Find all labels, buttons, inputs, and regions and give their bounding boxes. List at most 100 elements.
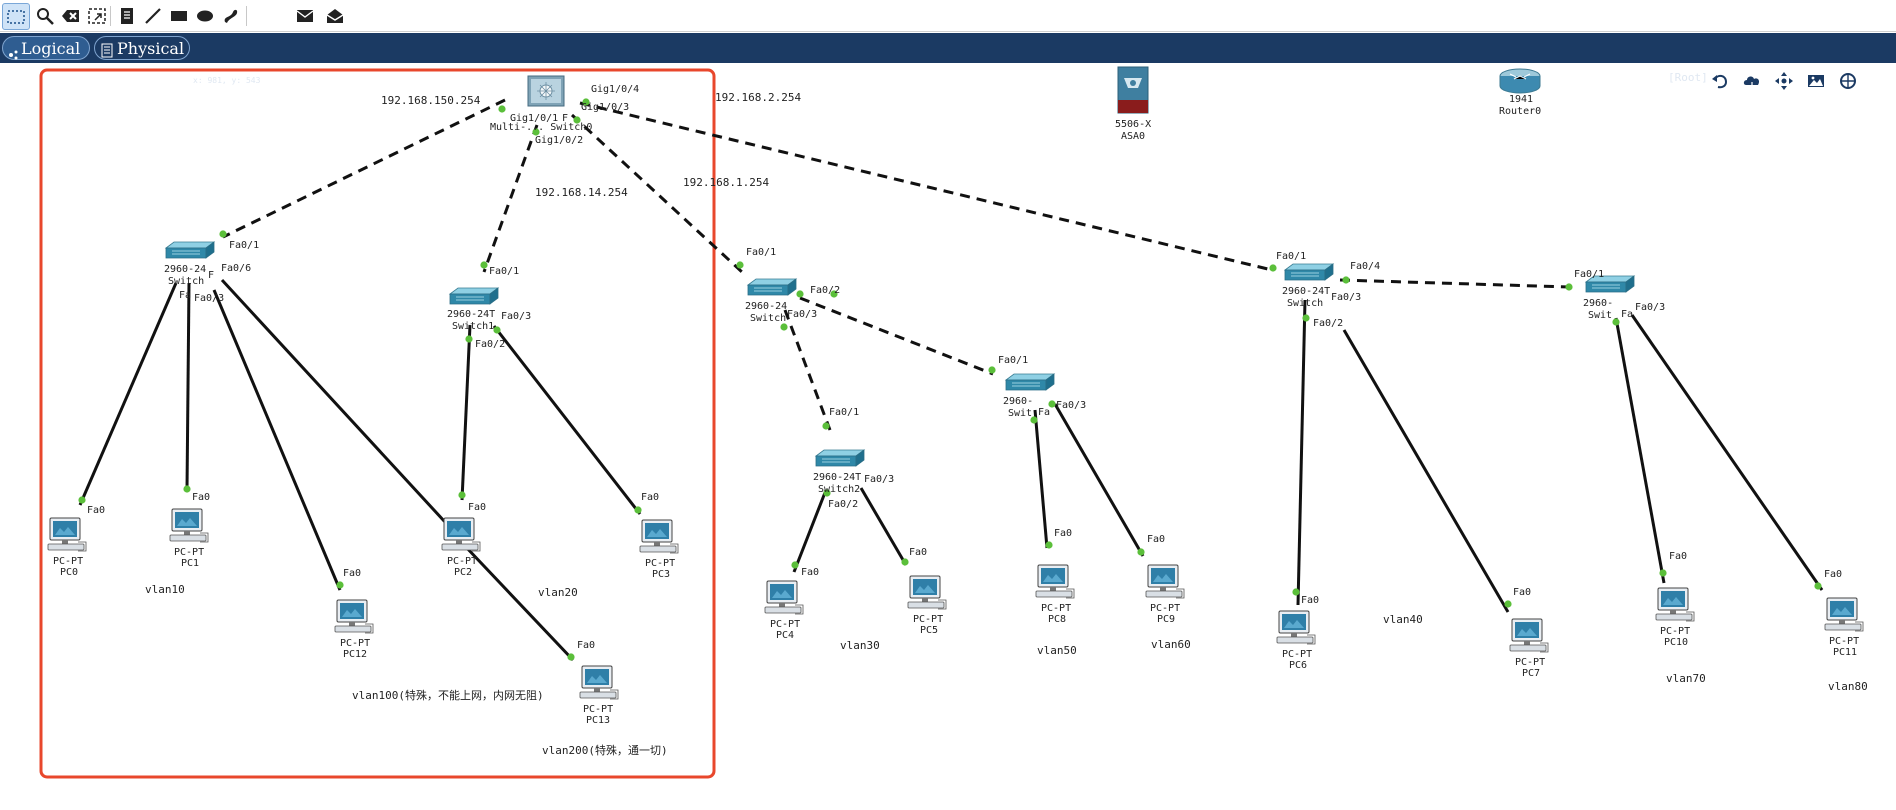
device-switch1[interactable]: 2960-24T Switch1	[447, 287, 499, 332]
device-pc5[interactable]: PC-PT PC5	[907, 575, 947, 636]
port-light	[458, 491, 466, 499]
port-label: Fa0/2	[828, 499, 858, 510]
port-label: Fa0/3	[1331, 292, 1361, 303]
port-light	[1045, 541, 1053, 549]
device-pc0[interactable]: PC-PT PC0	[47, 517, 87, 578]
device-switch2[interactable]: 2960-24 Switch	[745, 278, 797, 324]
link-switch4-pc9[interactable]	[1053, 403, 1145, 557]
link-switch3-pc5[interactable]	[859, 487, 908, 566]
complex-pdu-icon[interactable]	[322, 3, 348, 28]
port-light	[1292, 588, 1300, 596]
vlan-note: vlan100(特殊，不能上网，内网无阻)	[352, 688, 544, 702]
delete-icon[interactable]	[58, 3, 84, 28]
device-switch3[interactable]: 2960-24T Switch2	[813, 449, 865, 495]
device-pc13[interactable]: PC-PT PC13	[579, 665, 619, 726]
port-light	[183, 485, 191, 493]
viewport-icon[interactable]	[1834, 67, 1862, 95]
device-asa0[interactable]: 5506-X ASA0	[1115, 66, 1151, 142]
logical-workspace[interactable]: Multi-... Switch0 2960-24 Switch 2960-24…	[0, 63, 1896, 810]
device-pc4[interactable]: PC-PT PC4	[764, 580, 804, 641]
tab-physical[interactable]: Physical	[94, 36, 190, 60]
cloud-icon[interactable]	[1738, 67, 1766, 95]
link-switch0-pc0[interactable]	[78, 282, 178, 506]
router-model-label: 1941	[1509, 94, 1533, 105]
link-switch0-pc2[interactable]	[220, 278, 447, 524]
switch2-name-label: Switch	[750, 313, 786, 324]
link-switch3-pc4[interactable]	[792, 489, 828, 573]
pc13-type-label: PC-PT	[583, 704, 613, 715]
link-switch1-pc2[interactable]	[460, 324, 472, 501]
device-pc2[interactable]: PC-PT PC2	[441, 517, 481, 578]
device-router0[interactable]: 1941 Router0	[1499, 68, 1541, 117]
device-switch5[interactable]: 2960-24T Switch	[1282, 263, 1334, 309]
link-switch5-switch6[interactable]	[1339, 278, 1571, 289]
port-label: Fa	[1038, 407, 1050, 418]
link-ms-switch1[interactable]	[482, 124, 539, 273]
select-icon[interactable]	[2, 3, 30, 30]
pc1-name-label: PC1	[181, 558, 199, 569]
device-switch0[interactable]: 2960-24 Switch	[164, 241, 215, 287]
port-light	[1565, 283, 1573, 291]
link-switch6-pc10[interactable]	[1614, 317, 1666, 584]
ip-label-150: 192.168.150.254	[381, 94, 481, 107]
device-pc6[interactable]: PC-PT PC6	[1276, 610, 1316, 671]
link-switch1-pc3[interactable]	[492, 325, 642, 515]
pc3-type-label: PC-PT	[645, 558, 675, 569]
device-multilayer-switch[interactable]: Multi-... Switch0	[490, 75, 592, 133]
links	[78, 98, 1824, 662]
link-switch2-switch4[interactable]	[799, 296, 994, 376]
note-icon[interactable]	[114, 3, 140, 28]
rectangle-icon[interactable]	[166, 3, 192, 28]
device-switch6[interactable]: 2960- Swit	[1583, 275, 1635, 321]
port-label: F	[208, 270, 214, 281]
device-pc1[interactable]: PC-PT PC1	[169, 508, 209, 569]
simple-pdu-icon[interactable]	[292, 3, 318, 28]
pc5-type-label: PC-PT	[913, 614, 943, 625]
port-labels: Gig1/0/4 Gig1/0/3 Gig1/0/1 F Gig1/0/2 Fa…	[87, 84, 1842, 651]
highlight-box	[39, 68, 716, 779]
port-label: F	[562, 113, 568, 124]
back-icon[interactable]	[1706, 67, 1734, 95]
link-ms-switch0[interactable]	[222, 98, 506, 239]
device-pc9[interactable]: PC-PT PC9	[1145, 564, 1185, 625]
link-switch0-pc12[interactable]	[212, 289, 342, 591]
device-pc3[interactable]: PC-PT PC3	[639, 519, 679, 580]
device-switch4[interactable]: 2960- Swit	[1003, 373, 1055, 419]
ellipse-icon[interactable]	[192, 3, 218, 28]
link-switch5-pc6[interactable]	[1296, 299, 1307, 606]
pc1-type-label: PC-PT	[174, 547, 204, 558]
set-background-icon[interactable]	[1802, 67, 1830, 95]
switch6-name-label: Swit	[1588, 310, 1612, 321]
inspect-icon[interactable]	[32, 3, 58, 28]
switch2-model-label: 2960-24	[745, 301, 787, 312]
link-switch4-pc8[interactable]	[1033, 409, 1049, 549]
port-label: Fa0	[468, 502, 486, 513]
move-object-icon[interactable]	[1770, 67, 1798, 95]
resize-icon[interactable]	[84, 3, 110, 28]
port-light	[1342, 276, 1350, 284]
port-label: Fa0/1	[489, 266, 519, 277]
device-pc8[interactable]: PC-PT PC8	[1035, 564, 1075, 625]
link-ms-switch2[interactable]	[570, 113, 744, 274]
link-switch5-pc7[interactable]	[1342, 329, 1510, 613]
port-label: Fa0/3	[787, 309, 817, 320]
vlan-note: vlan80	[1828, 680, 1868, 693]
clock: 12:26	[1862, 73, 1896, 87]
device-pc12[interactable]: PC-PT PC12	[334, 599, 374, 660]
pc9-type-label: PC-PT	[1150, 603, 1180, 614]
pc4-type-label: PC-PT	[770, 619, 800, 630]
device-pc10[interactable]: PC-PT PC10	[1655, 587, 1695, 648]
root-breadcrumb[interactable]: [Root]	[1668, 71, 1708, 84]
tab-logical[interactable]: Logical	[2, 36, 90, 60]
freeform-icon[interactable]	[218, 3, 244, 28]
device-pc11[interactable]: PC-PT PC11	[1824, 597, 1864, 658]
line-icon[interactable]	[140, 3, 166, 28]
link-pc2-pc13[interactable]	[463, 544, 575, 662]
port-light	[567, 653, 575, 661]
link-switch0-pc1[interactable]	[185, 282, 191, 491]
device-pc7[interactable]: PC-PT PC7	[1509, 618, 1549, 679]
port-label: Gig1/0/4	[591, 84, 639, 95]
port-label: Fa0	[641, 492, 659, 503]
link-switch6-pc11[interactable]	[1630, 314, 1824, 591]
link-switch2-switch3[interactable]	[783, 309, 832, 431]
